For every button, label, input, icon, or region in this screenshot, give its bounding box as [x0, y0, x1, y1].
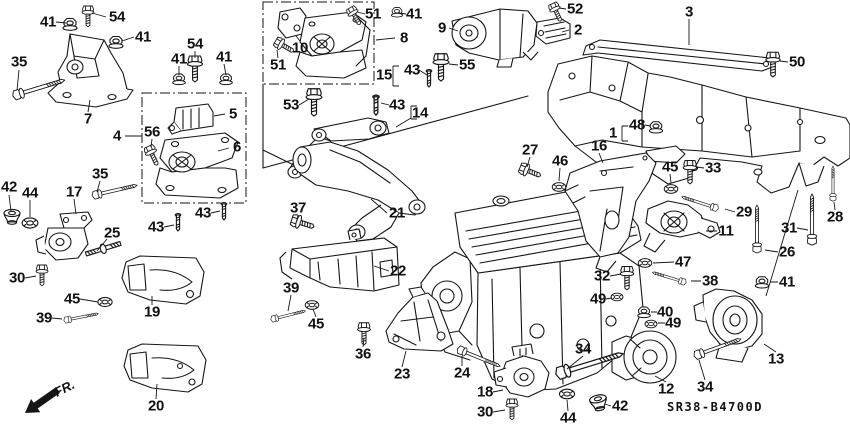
front-beam-drawing — [582, 39, 776, 72]
callout-50: 50 — [788, 53, 806, 71]
callout-54: 54 — [108, 8, 126, 26]
callout-55: 55 — [458, 56, 476, 74]
callout-53: 53 — [282, 96, 300, 114]
callout-23: 23 — [393, 365, 411, 383]
callout-41: 41 — [215, 48, 233, 66]
mount-7-drawing — [47, 33, 134, 108]
bracket-17-drawing — [35, 211, 93, 261]
mount-6-drawing — [155, 132, 239, 199]
callout-52: 52 — [566, 0, 584, 18]
callout-12: 12 — [657, 380, 675, 398]
mount-12-drawing — [611, 330, 677, 384]
callout-44: 44 — [21, 184, 39, 202]
mount-11-drawing — [643, 200, 721, 253]
callout-29: 29 — [735, 203, 753, 221]
callout-28: 28 — [826, 208, 844, 226]
bracket-22-drawing — [279, 228, 400, 292]
callout-7: 7 — [83, 110, 93, 128]
callout-10: 10 — [291, 39, 309, 57]
callout-2: 2 — [573, 21, 583, 39]
callout-40: 40 — [656, 303, 674, 321]
callout-17: 17 — [65, 183, 83, 201]
callout-33: 33 — [704, 159, 722, 177]
callout-4: 4 — [112, 127, 122, 145]
diagram-part-code: SR38-B4700D — [667, 400, 763, 414]
callout-44: 44 — [559, 409, 577, 425]
bracket-23-drawing — [385, 286, 454, 352]
callout-9: 9 — [437, 19, 447, 37]
callout-35: 35 — [91, 165, 109, 183]
damper-5-drawing — [167, 103, 214, 135]
callout-41: 41 — [134, 28, 152, 46]
callout-46: 46 — [551, 152, 569, 170]
mount-13-drawing — [693, 288, 763, 363]
callout-56: 56 — [143, 123, 161, 141]
callout-24: 24 — [453, 364, 471, 382]
mount-8-drawing — [295, 11, 371, 79]
callout-41: 41 — [405, 5, 423, 23]
callout-43: 43 — [403, 61, 421, 79]
callout-38: 38 — [701, 272, 719, 290]
callout-36: 36 — [354, 345, 372, 363]
callout-41: 41 — [39, 13, 57, 31]
callout-1: 1 — [608, 124, 618, 142]
callout-6: 6 — [232, 138, 242, 156]
callout-14: 14 — [411, 104, 429, 122]
callout-5: 5 — [228, 105, 238, 123]
callout-42: 42 — [0, 178, 18, 196]
mount-9-drawing — [451, 8, 539, 68]
callout-43: 43 — [147, 218, 165, 236]
callout-8: 8 — [399, 29, 409, 47]
callout-15: 15 — [375, 66, 393, 84]
bracket-20-drawing — [123, 343, 207, 393]
callout-48: 48 — [628, 116, 646, 134]
callout-25: 25 — [103, 224, 121, 242]
callout-20: 20 — [147, 397, 165, 415]
callout-22: 22 — [389, 262, 407, 280]
callout-16: 16 — [590, 137, 608, 155]
callout-45: 45 — [307, 315, 325, 333]
callout-42: 42 — [611, 397, 629, 415]
mount-16-drawing — [564, 145, 686, 273]
callout-26: 26 — [778, 243, 796, 261]
callout-35: 35 — [10, 53, 28, 71]
callout-27: 27 — [521, 141, 539, 159]
callout-39: 39 — [282, 279, 300, 297]
callout-45: 45 — [661, 158, 679, 176]
callout-34: 34 — [696, 378, 714, 396]
callout-37: 37 — [289, 199, 307, 217]
callout-32: 32 — [593, 267, 611, 285]
callout-13: 13 — [767, 350, 785, 368]
callout-3: 3 — [684, 3, 694, 21]
callout-11: 11 — [718, 222, 734, 240]
callout-30: 30 — [8, 269, 26, 287]
group-leader-lines — [8, 7, 836, 413]
callout-43: 43 — [388, 96, 406, 114]
callout-39: 39 — [35, 309, 53, 327]
callout-54: 54 — [186, 35, 204, 53]
callout-21: 21 — [388, 204, 406, 222]
callout-41: 41 — [778, 273, 796, 291]
callout-31: 31 — [780, 219, 798, 237]
bracket-19-drawing — [121, 255, 205, 305]
callout-41: 41 — [170, 50, 188, 68]
callout-19: 19 — [143, 303, 161, 321]
callout-51: 51 — [269, 56, 287, 74]
callout-18: 18 — [476, 383, 494, 401]
callout-49: 49 — [589, 290, 607, 308]
callout-34: 34 — [574, 340, 592, 358]
callout-49: 49 — [664, 314, 682, 332]
callout-30: 30 — [476, 403, 494, 421]
bracket-18-drawing — [493, 343, 550, 398]
callout-47: 47 — [674, 253, 692, 271]
callout-45: 45 — [63, 290, 81, 308]
stopper-2-drawing — [535, 17, 571, 45]
callout-43: 43 — [194, 204, 212, 222]
callout-51: 51 — [364, 5, 382, 23]
